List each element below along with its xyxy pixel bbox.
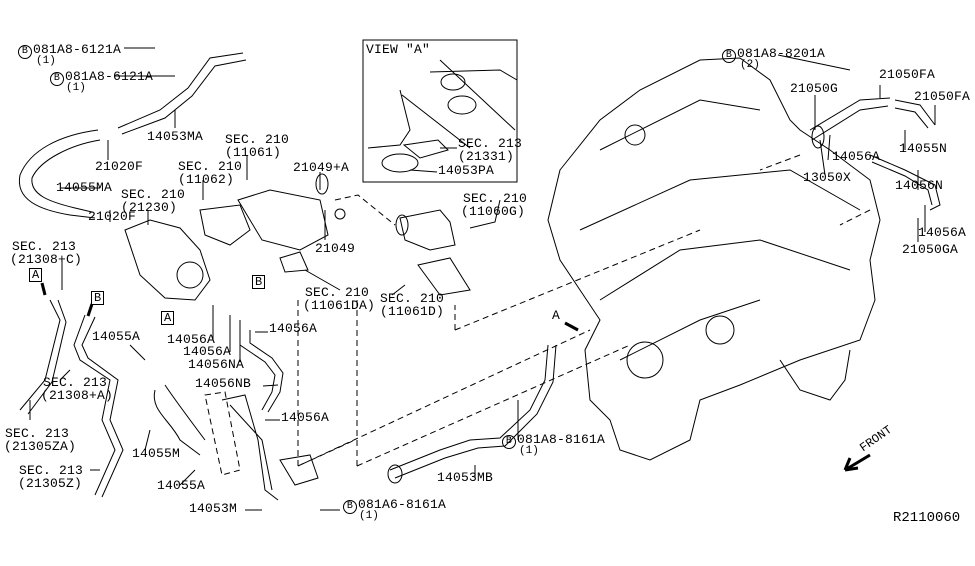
sec213-21305Z-code: (21305Z) (18, 476, 83, 491)
part-14056A: 14056A (183, 344, 232, 359)
sec213-21308A-code: (21308+A) (41, 388, 114, 403)
sec210-11061D-code: (11061D) (380, 304, 445, 319)
b-marker-icon: B (722, 49, 736, 63)
sec213-21308C-label: SEC. 213 (12, 239, 77, 254)
b-marker-icon: B (343, 500, 357, 514)
part-14055M: 14055M (132, 446, 181, 461)
diagram-id: R2110060 (893, 510, 961, 526)
part-14053MB: 14053MB (437, 470, 494, 485)
hose-14055MA (18, 52, 247, 219)
sec210-11062-code: (11062) (178, 172, 235, 187)
bolt-qty: (1) (36, 55, 56, 67)
part-13050X: 13050X (803, 170, 852, 185)
ref-arrow-a (40, 282, 47, 296)
sec210-11061DA-label: SEC. 210 (305, 285, 370, 300)
bolt-qty: (2) (740, 59, 760, 71)
sec213-21308C-code: (21308+C) (10, 252, 83, 267)
view-a-detail (367, 59, 518, 173)
dashed-leaders (204, 154, 871, 476)
sec210-11061-code: (11061) (225, 145, 282, 160)
part-21049A: 21049+A (293, 160, 350, 175)
part-21050FA: 21050FA (914, 89, 971, 104)
bolt-part-number: 081A8-8161A (517, 432, 606, 447)
part-14056NA: 14056NA (188, 357, 245, 372)
sec213-21308A-label: SEC. 213 (43, 375, 108, 390)
ref-marker-a: A (161, 311, 175, 325)
part-14056A: 14056A (167, 332, 216, 347)
sec213-21305ZA-code: (21305ZA) (4, 439, 77, 454)
part-21050FA: 21050FA (879, 67, 936, 82)
hose-14056N (809, 97, 941, 211)
view-a-marker: A (552, 308, 561, 323)
sec210-11061D-label: SEC. 210 (380, 291, 445, 306)
leader-lines (29, 47, 936, 511)
sec213-21331-code: (21331) (458, 149, 515, 164)
part-21020F: 21020F (95, 159, 144, 174)
bolt-part-number: 081A8-6121A (65, 69, 154, 84)
view-a-arrow (564, 321, 579, 332)
part-14056A: 14056A (832, 149, 881, 164)
part-21020F: 21020F (88, 209, 137, 224)
ref-marker-b: B (252, 275, 266, 289)
b-marker-icon: B (50, 72, 64, 86)
sec210-11062-label: SEC. 210 (178, 159, 243, 174)
water-outlet-housing (124, 173, 346, 301)
sec210-11060G-code: (11060G) (461, 204, 526, 219)
part-14053MA: 14053MA (147, 129, 204, 144)
front-arrow (843, 453, 871, 472)
part-14056A: 14056A (281, 410, 330, 425)
view-a-title: VIEW "A" (366, 42, 431, 57)
bolt-qty: (1) (66, 82, 86, 94)
sec210-11061-label: SEC. 210 (225, 132, 290, 147)
part-14055MA: 14055MA (56, 180, 113, 195)
part-21049: 21049 (315, 241, 356, 256)
sec210-21230-code: (21230) (121, 200, 178, 215)
water-inlet-11060G (395, 209, 471, 296)
view-a-frame (362, 39, 518, 183)
ref-arrow-b (86, 303, 94, 317)
part-14056A: 14056A (918, 225, 967, 240)
part-14055A: 14055A (92, 329, 141, 344)
part-14056NB: 14056NB (195, 376, 252, 391)
part-14056N: 14056N (895, 178, 944, 193)
ref-marker-a: A (29, 268, 43, 282)
bolt-part-number: 081A8-8201A (737, 46, 826, 61)
hose-lower-left (19, 299, 319, 501)
sec210-21230-label: SEC. 210 (121, 187, 186, 202)
part-14055A: 14055A (157, 478, 206, 493)
ref-marker-b: B (91, 291, 105, 305)
pipe-14053MB (387, 344, 557, 484)
part-14053M: 14053M (189, 501, 238, 516)
part-14056A: 14056A (269, 321, 318, 336)
sec213-21305ZA-label: SEC. 213 (5, 426, 70, 441)
bolt-qty: (1) (519, 445, 539, 457)
bolt-part-number: 081A8-6121A (33, 42, 122, 57)
engine-block (547, 57, 881, 461)
sec210-11061DA-code: (11061DA) (303, 298, 376, 313)
bolt-qty: (1) (359, 510, 379, 522)
b-marker-icon: B (18, 45, 32, 59)
sec210-11060G-label: SEC. 210 (463, 191, 528, 206)
part-14055N: 14055N (899, 141, 948, 156)
sec213-21305Z-label: SEC. 213 (19, 463, 84, 478)
b-marker-icon: B (502, 435, 516, 449)
part-21050G: 21050G (790, 81, 839, 96)
part-21050GA: 21050GA (902, 242, 959, 257)
bolt-part-number: 081A6-8161A (358, 497, 447, 512)
sec213-21331-label: SEC. 213 (458, 136, 523, 151)
part-14053PA: 14053PA (438, 163, 495, 178)
